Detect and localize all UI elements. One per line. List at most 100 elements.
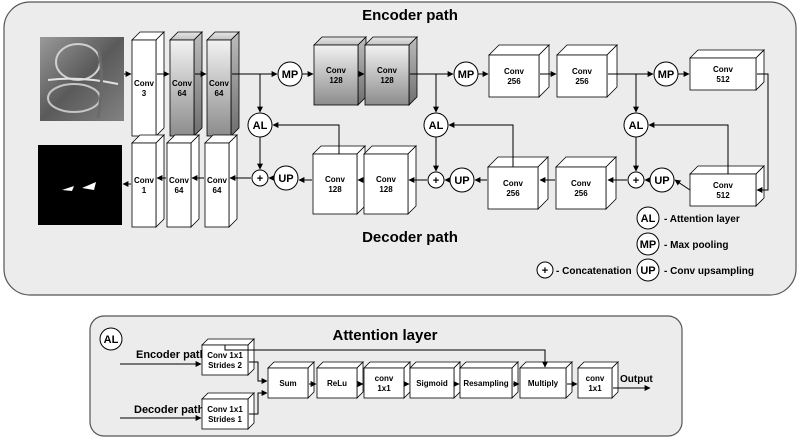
- concat-op-3: +: [627, 171, 645, 189]
- svg-text:AL: AL: [104, 334, 119, 346]
- svg-text:Multiply: Multiply: [528, 379, 559, 388]
- svg-text:256: 256: [507, 77, 521, 86]
- att-resampling: Resampling: [459, 361, 519, 399]
- maxpool-op-3: MP: [653, 61, 679, 87]
- concat-op-2: +: [427, 171, 445, 189]
- svg-text:Conv: Conv: [207, 176, 228, 185]
- att-relu: ReLu: [316, 361, 364, 399]
- svg-text:ReLu: ReLu: [327, 379, 347, 388]
- svg-text:Strides 1: Strides 1: [208, 415, 242, 424]
- svg-text:Conv: Conv: [172, 79, 193, 88]
- svg-text:Conv: Conv: [713, 181, 734, 190]
- svg-text:3: 3: [142, 89, 147, 98]
- encoder-path-label: Encoder path: [136, 349, 207, 361]
- svg-text:256: 256: [506, 189, 520, 198]
- svg-text:AL: AL: [253, 120, 268, 132]
- output-mask-image: [38, 145, 122, 225]
- svg-text:UP: UP: [640, 265, 655, 277]
- svg-text:UP: UP: [278, 173, 293, 185]
- svg-text:MP: MP: [658, 69, 675, 81]
- svg-text:64: 64: [215, 89, 224, 98]
- encoder-path-title: Encoder path: [362, 7, 458, 24]
- svg-text:- Conv upsampling: - Conv upsampling: [664, 266, 754, 277]
- svg-text:1x1: 1x1: [588, 384, 602, 393]
- svg-text:128: 128: [328, 185, 342, 194]
- svg-text:Conv: Conv: [326, 66, 347, 75]
- svg-text:128: 128: [329, 76, 343, 85]
- maxpool-op-1: MP: [277, 61, 303, 87]
- svg-text:256: 256: [575, 77, 589, 86]
- svg-text:- Concatenation: - Concatenation: [556, 266, 632, 277]
- svg-text:64: 64: [175, 186, 184, 195]
- attention-layer-title: Attention layer: [332, 327, 437, 344]
- svg-text:Conv: Conv: [169, 176, 190, 185]
- legend-upsampling: UP - Conv upsampling: [636, 258, 754, 282]
- svg-text:- Max pooling: - Max pooling: [664, 240, 728, 251]
- decoder-path-title: Decoder path: [362, 229, 458, 246]
- attention-op-1: AL: [247, 112, 273, 138]
- svg-text:1x1: 1x1: [377, 384, 391, 393]
- al-badge: AL: [99, 327, 123, 351]
- svg-text:UP: UP: [654, 175, 669, 187]
- attention-op-2: AL: [423, 112, 449, 138]
- svg-text:+: +: [542, 265, 548, 277]
- svg-text:Sigmoid: Sigmoid: [416, 379, 448, 388]
- decoder-path-label: Decoder path: [134, 404, 205, 416]
- svg-text:AL: AL: [429, 120, 444, 132]
- att-sum: Sum: [267, 361, 315, 399]
- concat-op-1: +: [251, 169, 269, 187]
- svg-text:Strides 2: Strides 2: [208, 361, 242, 370]
- upsampling-op-1: UP: [273, 165, 299, 191]
- att-multiply: Multiply: [519, 361, 573, 399]
- svg-text:Conv: Conv: [376, 175, 397, 184]
- legend-attention: AL - Attention layer: [636, 206, 740, 230]
- output-label: Output: [620, 374, 653, 385]
- svg-text:Resampling: Resampling: [463, 379, 508, 388]
- input-mri-image: [40, 37, 124, 121]
- svg-text:+: +: [257, 173, 263, 185]
- svg-text:Conv 1x1: Conv 1x1: [207, 351, 243, 360]
- svg-text:512: 512: [716, 191, 730, 200]
- maxpool-op-2: MP: [453, 61, 479, 87]
- svg-text:64: 64: [178, 89, 187, 98]
- svg-text:Conv: Conv: [134, 79, 155, 88]
- svg-text:128: 128: [379, 185, 393, 194]
- svg-text:MP: MP: [282, 69, 299, 81]
- svg-text:128: 128: [380, 76, 394, 85]
- svg-text:Conv: Conv: [503, 179, 524, 188]
- svg-text:Conv: Conv: [134, 176, 155, 185]
- svg-text:64: 64: [213, 186, 222, 195]
- svg-text:512: 512: [716, 75, 730, 84]
- svg-text:Conv: Conv: [504, 67, 525, 76]
- legend-maxpool: MP - Max pooling: [636, 232, 728, 256]
- svg-text:AL: AL: [629, 120, 644, 132]
- svg-text:Conv: Conv: [713, 65, 734, 74]
- attention-op-3: AL: [623, 112, 649, 138]
- upsampling-op-2: UP: [449, 167, 475, 193]
- svg-text:Conv: Conv: [325, 175, 346, 184]
- svg-text:Sum: Sum: [279, 379, 296, 388]
- legend-concatenation: + - Concatenation: [536, 261, 632, 279]
- svg-text:Conv: Conv: [377, 66, 398, 75]
- svg-text:Conv: Conv: [209, 79, 230, 88]
- att-sigmoid: Sigmoid: [409, 361, 461, 399]
- svg-text:UP: UP: [454, 175, 469, 187]
